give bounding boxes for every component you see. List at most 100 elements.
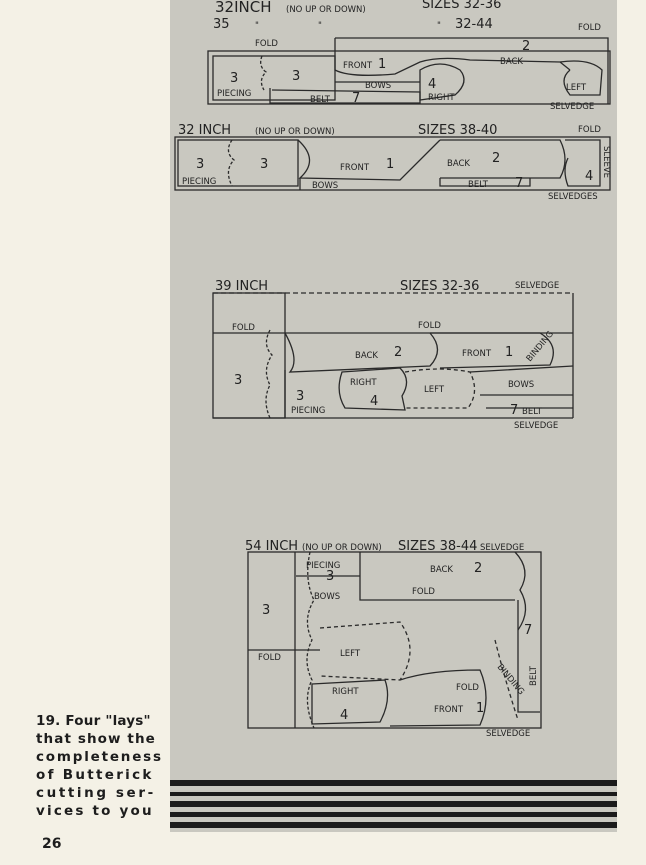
lay2-sleeve-num: 4 xyxy=(585,169,593,184)
lay1-back-num: 2 xyxy=(522,39,530,54)
lay2-piece-3b: 3 xyxy=(260,157,268,172)
lay1-left: LEFT xyxy=(566,83,587,93)
lay2-fold: FOLD xyxy=(578,125,601,135)
lay4-back-num: 2 xyxy=(474,561,482,576)
lay1-piece-3a: 3 xyxy=(230,71,238,86)
lay4-piecing-num: 3 xyxy=(326,569,334,584)
lay1-fabric-outline xyxy=(207,50,611,105)
lay1-ditto3: " xyxy=(437,21,441,31)
lay2-piece-3a: 3 xyxy=(196,157,204,172)
lay4-front: FRONT xyxy=(434,705,464,715)
lay2-selvedge: SELVEDGES xyxy=(548,192,598,202)
lay2-bows: BOWS xyxy=(312,181,338,191)
lay1-front: FRONT xyxy=(343,61,373,71)
lay4-bows: BOWS xyxy=(314,592,340,602)
lay1-belt: BELT xyxy=(310,95,331,105)
lay2-front-num: 1 xyxy=(386,157,394,172)
lay4-left: LEFT xyxy=(340,649,361,659)
lay3-belt: BELT xyxy=(522,407,543,417)
lay4-sizes: SIZES 38-44 xyxy=(398,539,477,554)
lay1-fold-left: FOLD xyxy=(255,39,278,49)
lay1-right-num: 4 xyxy=(428,77,436,92)
decorative-stripes xyxy=(170,778,617,832)
lay4-piecing: PIECING xyxy=(306,561,340,571)
lay3-back-num: 2 xyxy=(394,345,402,360)
lay2-back: BACK xyxy=(447,159,470,169)
lay3-sizes: SIZES 32-36 xyxy=(400,279,479,294)
lay2-back-num: 2 xyxy=(492,151,500,166)
lay4-width: 54 INCH xyxy=(245,539,298,554)
caption-line: cutting ser- xyxy=(36,785,156,801)
lay2-belt-num: 7 xyxy=(515,176,523,191)
lay2-piecing: PIECING xyxy=(182,177,216,187)
lay1-right: RIGHT xyxy=(428,93,455,103)
page-number: 26 xyxy=(42,836,62,852)
lay1-ditto1: " xyxy=(255,21,259,31)
lay2-direction: (NO UP OR DOWN) xyxy=(255,127,335,137)
lay1-belt-num: 7 xyxy=(352,91,360,106)
lay4-belt: BELT xyxy=(529,665,539,686)
lay1-width: 32INCH xyxy=(215,0,271,16)
lay4-binding: BINDING xyxy=(495,663,526,698)
lay3-fold-mid: FOLD xyxy=(418,321,441,331)
lay1-ditto2: " xyxy=(318,21,322,31)
lay4-fold-mid: FOLD xyxy=(412,587,435,597)
lay4-back: BACK xyxy=(430,565,453,575)
lay2-sleeve: SLEEVE xyxy=(601,146,611,178)
lay1-front-num: 1 xyxy=(378,57,386,72)
lay3-selvedge-top: SELVEDGE xyxy=(515,281,559,291)
lay1-selvedge: SELVEDGE xyxy=(550,102,594,112)
lay1-piecing: PIECING xyxy=(217,89,251,99)
caption-line: that show the xyxy=(36,731,156,747)
lay3-piece-3b: 3 xyxy=(296,389,304,404)
lay2-belt: BELT xyxy=(468,180,489,190)
lay3-right: RIGHT xyxy=(350,378,377,388)
lay3-front-num: 1 xyxy=(505,345,513,360)
lay4-direction: (NO UP OR DOWN) xyxy=(302,543,382,553)
lay3-piece-3: 3 xyxy=(234,373,242,388)
lay3-back: BACK xyxy=(355,351,378,361)
lay4-front-num: 1 xyxy=(476,701,484,716)
lay4-belt-num: 7 xyxy=(524,623,532,638)
lay3-bows: BOWS xyxy=(508,380,534,390)
lay1-sizes2: 32-44 xyxy=(455,17,493,32)
lay2-front: FRONT xyxy=(340,163,370,173)
lay3-piecing: PIECING xyxy=(291,406,325,416)
lay2-fabric-outline xyxy=(174,136,611,191)
lay4-selvedge: SELVEDGE xyxy=(486,729,530,739)
lay1-direction: (NO UP OR DOWN) xyxy=(286,5,366,15)
lay2-width: 32 INCH xyxy=(178,123,231,138)
lay1-piece-3b: 3 xyxy=(292,69,300,84)
lay4-selvedge-top: SELVEDGE xyxy=(480,543,524,553)
lay3-left: LEFT xyxy=(424,385,445,395)
lay3-width: 39 INCH xyxy=(215,279,268,294)
caption-line: of Butterick xyxy=(36,767,154,783)
lay3-front: FRONT xyxy=(462,349,492,359)
figure-caption: 19. Four "lays" that show the completene… xyxy=(36,712,166,820)
lay1-sizes: SIZES 32-36 xyxy=(422,0,501,12)
lay2-sizes: SIZES 38-40 xyxy=(418,123,497,138)
lay1-back: BACK xyxy=(500,57,523,67)
lay4-piece-3: 3 xyxy=(262,603,270,618)
lay3-selvedge: SELVEDGE xyxy=(514,421,558,431)
lay4-fabric-outline xyxy=(247,551,542,729)
lay4-right-num: 4 xyxy=(340,708,348,723)
lay3-right-num: 4 xyxy=(370,394,378,409)
diagram-panel xyxy=(170,0,617,832)
caption-line: vices to you xyxy=(36,803,154,819)
lay4-fold-left: FOLD xyxy=(258,653,281,663)
lay3-fold-left: FOLD xyxy=(232,323,255,333)
lay1-width2: 35 xyxy=(213,17,230,32)
lay3-belt-num: 7 xyxy=(510,403,518,418)
caption-line: 19. Four "lays" xyxy=(36,713,151,729)
lay4-fold-small: FOLD xyxy=(456,683,479,693)
lay1-fold-right: FOLD xyxy=(578,23,601,33)
lay1-bows: BOWS xyxy=(365,81,391,91)
lay4-right: RIGHT xyxy=(332,687,359,697)
caption-line: completeness xyxy=(36,749,163,765)
